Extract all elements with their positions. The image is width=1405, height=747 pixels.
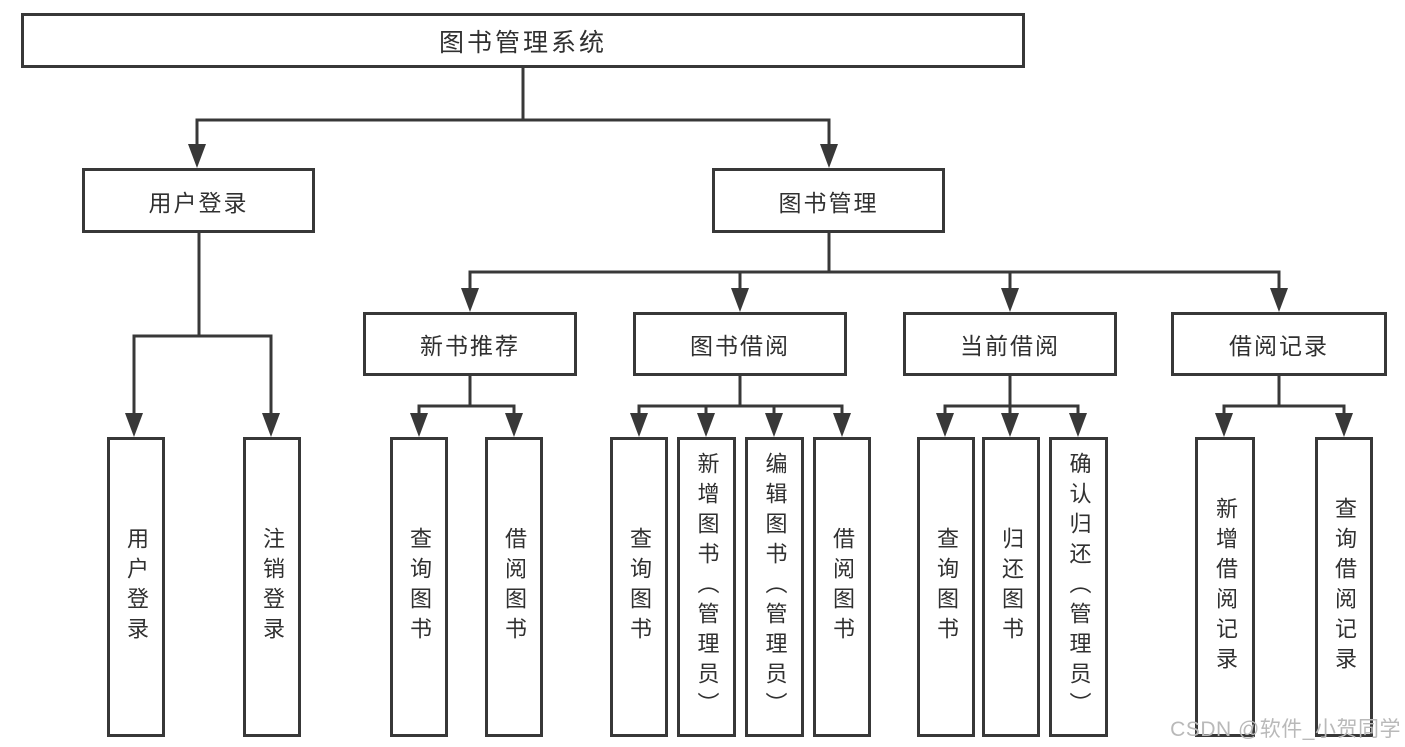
node-query-borrow-record: 查询借阅记录 (1315, 437, 1373, 737)
node-query-books-recommend: 查询图书 (390, 437, 448, 737)
node-query-books-current: 查询图书 (917, 437, 975, 737)
node-borrow-books-recommend: 借阅图书 (485, 437, 543, 737)
node-new-book-recommend: 新书推荐 (363, 312, 577, 376)
node-user-login-leaf: 用户登录 (107, 437, 165, 737)
node-user-login: 用户登录 (82, 168, 315, 233)
node-book-borrow: 图书借阅 (633, 312, 847, 376)
node-edit-book-admin: 编辑图书（管理员） (745, 437, 804, 737)
node-add-borrow-record: 新增借阅记录 (1195, 437, 1255, 737)
node-root: 图书管理系统 (21, 13, 1025, 68)
node-borrow-books-leaf: 借阅图书 (813, 437, 871, 737)
node-borrow-records: 借阅记录 (1171, 312, 1387, 376)
node-add-book-admin: 新增图书（管理员） (677, 437, 736, 737)
csdn-watermark: CSDN @软件_小贺同学 (1170, 718, 1401, 741)
node-query-books-borrow: 查询图书 (610, 437, 668, 737)
node-current-borrow: 当前借阅 (903, 312, 1117, 376)
node-confirm-return-admin: 确认归还（管理员） (1049, 437, 1108, 737)
node-book-management: 图书管理 (712, 168, 945, 233)
node-logout-leaf: 注销登录 (243, 437, 301, 737)
node-return-book: 归还图书 (982, 437, 1040, 737)
